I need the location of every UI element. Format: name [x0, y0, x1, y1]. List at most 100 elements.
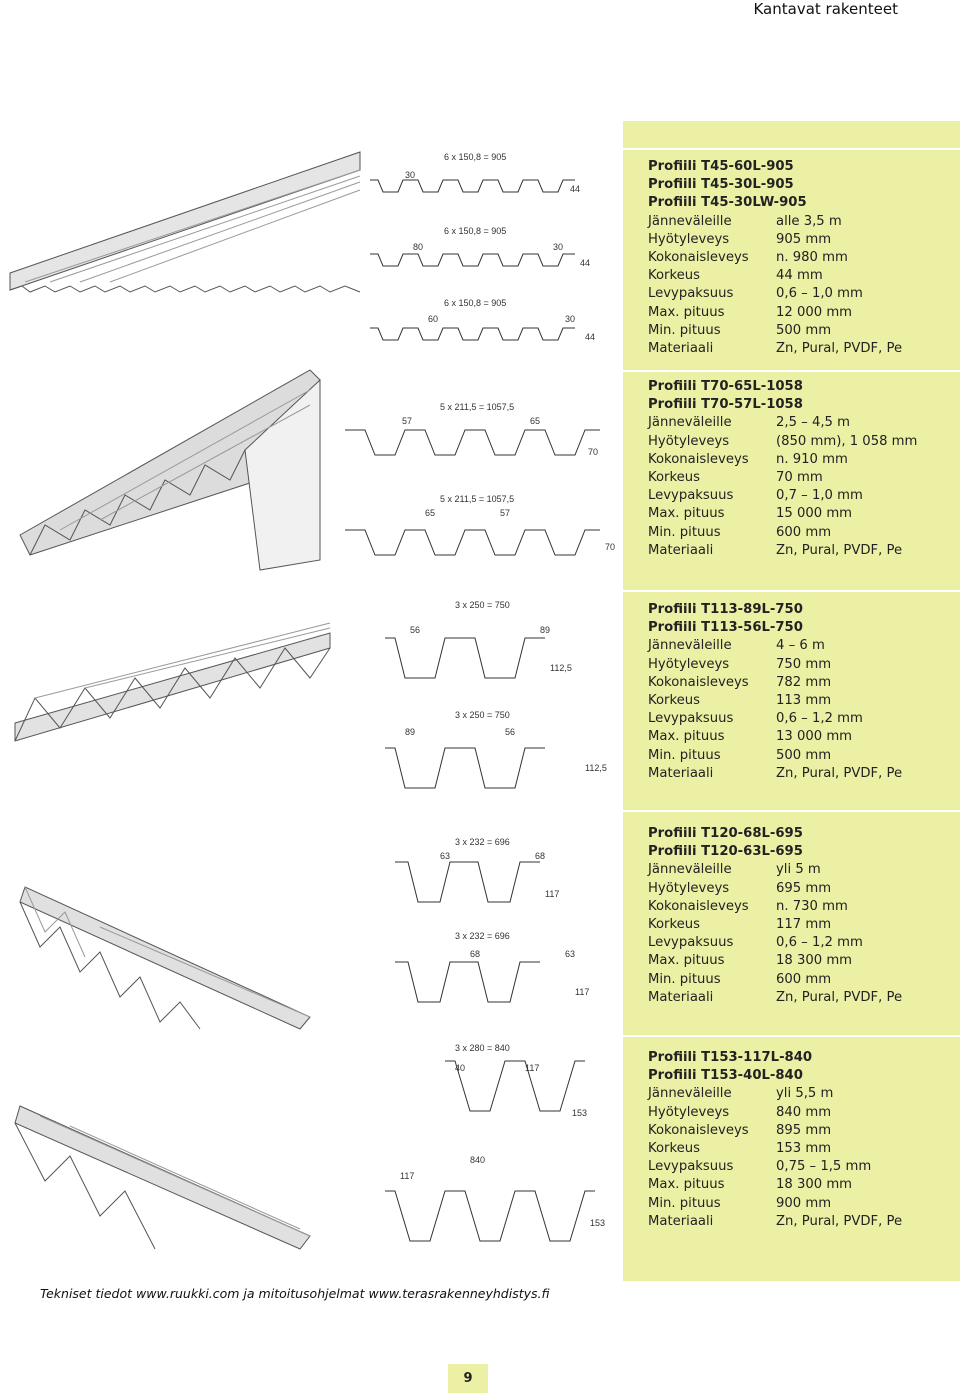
- spec-label: Min. pituus: [648, 322, 721, 338]
- dimension-label: 112,5: [550, 663, 572, 673]
- dimension-label: 30: [565, 314, 575, 324]
- spec-label: Levypaksuus: [648, 1159, 734, 1175]
- spec-label: Kokonaisleveys: [648, 1122, 749, 1138]
- profile-name: Profiili T45-30L-905: [648, 177, 794, 193]
- profile-illustration-1: 6 x 150,8 = 905 30 44 6 x 150,8 = 905 80…: [9, 151, 595, 342]
- spec-row: Hyötyleveys 750 mm: [648, 656, 958, 674]
- spec-row: Levypaksuus 0,6 – 1,0 mm: [648, 285, 958, 303]
- dimension-label: 56: [505, 727, 515, 737]
- spec-value: 500 mm: [776, 747, 832, 763]
- profile-section-4: 3 x 232 = 696 63 68 117 3 x 232 = 696 68…: [0, 807, 960, 1037]
- spec-label: Hyötyleveys: [648, 656, 730, 672]
- spec-value: 0,7 – 1,0 mm: [776, 488, 863, 504]
- dimension-label: 6 x 150,8 = 905: [444, 298, 506, 308]
- spec-value: 70 mm: [776, 469, 823, 485]
- spec-value: n. 980 mm: [776, 249, 848, 265]
- spec-label: Materiaali: [648, 1213, 714, 1229]
- spec-label: Jänneväleille: [648, 638, 732, 654]
- spec-label: Levypaksuus: [648, 488, 734, 504]
- spec-value: 500 mm: [776, 322, 832, 338]
- spec-row: Levypaksuus 0,75 – 1,5 mm: [648, 1158, 958, 1176]
- spec-label: Kokonaisleveys: [648, 898, 749, 914]
- divider: [623, 370, 960, 372]
- spec-label: Max. pituus: [648, 729, 725, 745]
- spec-value: n. 730 mm: [776, 898, 848, 914]
- spec-value: 750 mm: [776, 656, 832, 672]
- dimension-label: 153: [590, 1218, 605, 1228]
- spec-label: Korkeus: [648, 916, 700, 932]
- dimension-label: 65: [425, 508, 435, 518]
- profile-name: Profiili T153-117L-840: [648, 1050, 813, 1065]
- spec-row: Korkeus 70 mm: [648, 469, 958, 487]
- spec-label: Min. pituus: [648, 971, 721, 987]
- spec-value: yli 5 m: [776, 862, 821, 878]
- spec-value: 2,5 – 4,5 m: [776, 415, 850, 431]
- spec-block-3: Profiili T113-89L-750 Profiili T113-56L-…: [648, 601, 958, 783]
- spec-value: yli 5,5 m: [776, 1086, 834, 1102]
- spec-label: Min. pituus: [648, 747, 721, 763]
- sheet-3d: [19, 886, 311, 1030]
- profile-section-5: 3 x 280 = 840 40 117 153 840 117 153 Pro…: [0, 1031, 960, 1261]
- spec-label: Max. pituus: [648, 953, 725, 969]
- spec-label: Korkeus: [648, 692, 700, 708]
- spec-value: (850 mm), 1 058 mm: [776, 433, 918, 449]
- spec-value: Zn, Pural, PVDF, Pe: [776, 989, 903, 1005]
- spec-label: Jänneväleille: [648, 862, 732, 878]
- spec-label: Korkeus: [648, 1140, 700, 1156]
- spec-value: alle 3,5 m: [776, 213, 842, 229]
- dimension-label: 70: [588, 447, 598, 457]
- profile-name: Profiili T120-63L-695: [648, 844, 803, 860]
- sheet-3d: [19, 369, 321, 571]
- profile-name: Profiili T45-30LW-905: [648, 195, 807, 211]
- footer-note: Tekniset tiedot www.ruukki.com ja mitoit…: [40, 1286, 550, 1301]
- spec-value: 0,6 – 1,2 mm: [776, 711, 863, 727]
- spec-value: Zn, Pural, PVDF, Pe: [776, 765, 903, 781]
- profile-name: Profiili T113-89L-750: [648, 602, 803, 617]
- spec-value: 0,75 – 1,5 mm: [776, 1159, 872, 1175]
- dimension-label: 5 x 211,5 = 1057,5: [440, 494, 514, 504]
- spec-label: Jänneväleille: [648, 1086, 732, 1102]
- spec-value: 0,6 – 1,0 mm: [776, 286, 863, 302]
- dimension-label: 117: [525, 1063, 539, 1073]
- profile-illustration-4: 3 x 232 = 696 63 68 117 3 x 232 = 696 68…: [19, 837, 589, 1030]
- profile-illustration-5: 3 x 280 = 840 40 117 153 840 117 153: [14, 1043, 605, 1250]
- spec-label: Min. pituus: [648, 1195, 721, 1211]
- dimension-label: 6 x 150,8 = 905: [444, 152, 506, 162]
- spec-block-1: Profiili T45-60L-905 Profiili T45-30L-90…: [648, 158, 958, 358]
- spec-label: Max. pituus: [648, 1177, 725, 1193]
- profile-name: Profiili T153-40L-840: [648, 1068, 803, 1084]
- dimension-label: 44: [585, 332, 595, 342]
- spec-value: 840 mm: [776, 1104, 832, 1120]
- dimension-label: 44: [580, 258, 590, 268]
- spec-label: Korkeus: [648, 469, 700, 485]
- dimension-label: 3 x 250 = 750: [455, 600, 510, 610]
- dimension-label: 70: [605, 542, 615, 552]
- spec-row: Jänneväleille yli 5,5 m: [648, 1085, 958, 1103]
- cross-section-drawing: [385, 637, 545, 789]
- spec-label: Max. pituus: [648, 304, 725, 320]
- dimension-label: 68: [535, 851, 545, 861]
- divider: [623, 1035, 960, 1037]
- spec-label: Levypaksuus: [648, 286, 734, 302]
- profile-name: Profiili T70-65L-1058: [648, 379, 803, 394]
- dimension-label: 65: [530, 416, 540, 426]
- divider: [623, 148, 960, 150]
- profile-section-3: 3 x 250 = 750 56 89 112,5 3 x 250 = 750 …: [0, 583, 960, 813]
- spec-value: Zn, Pural, PVDF, Pe: [776, 1213, 903, 1229]
- running-header: Kantavat rakenteet: [753, 0, 898, 18]
